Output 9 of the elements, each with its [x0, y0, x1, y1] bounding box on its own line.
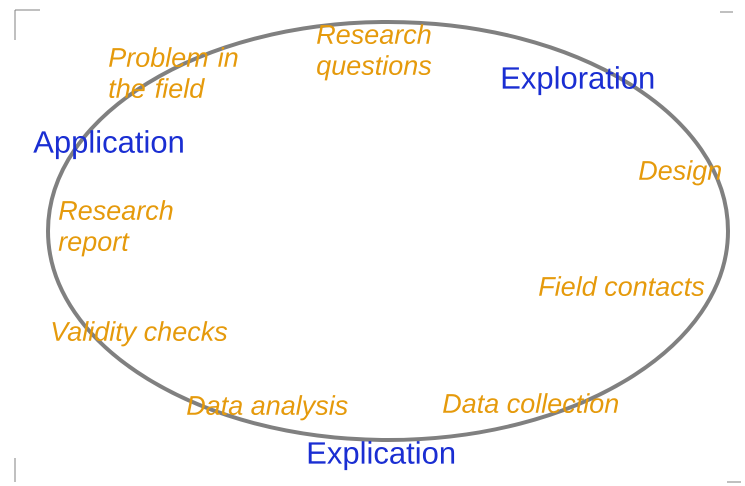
step-label: Data collection: [443, 393, 618, 414]
step-label: Validity checks: [52, 321, 228, 346]
step-label: Problem in the field: [109, 47, 238, 98]
step-label: Design: [639, 160, 721, 186]
step-label: Research report: [58, 200, 172, 256]
step-label: Field contacts: [539, 276, 704, 296]
phase-label: Explication: [308, 441, 454, 470]
step-label: Data analysis: [187, 395, 348, 420]
step-label: Research questions: [317, 24, 432, 80]
